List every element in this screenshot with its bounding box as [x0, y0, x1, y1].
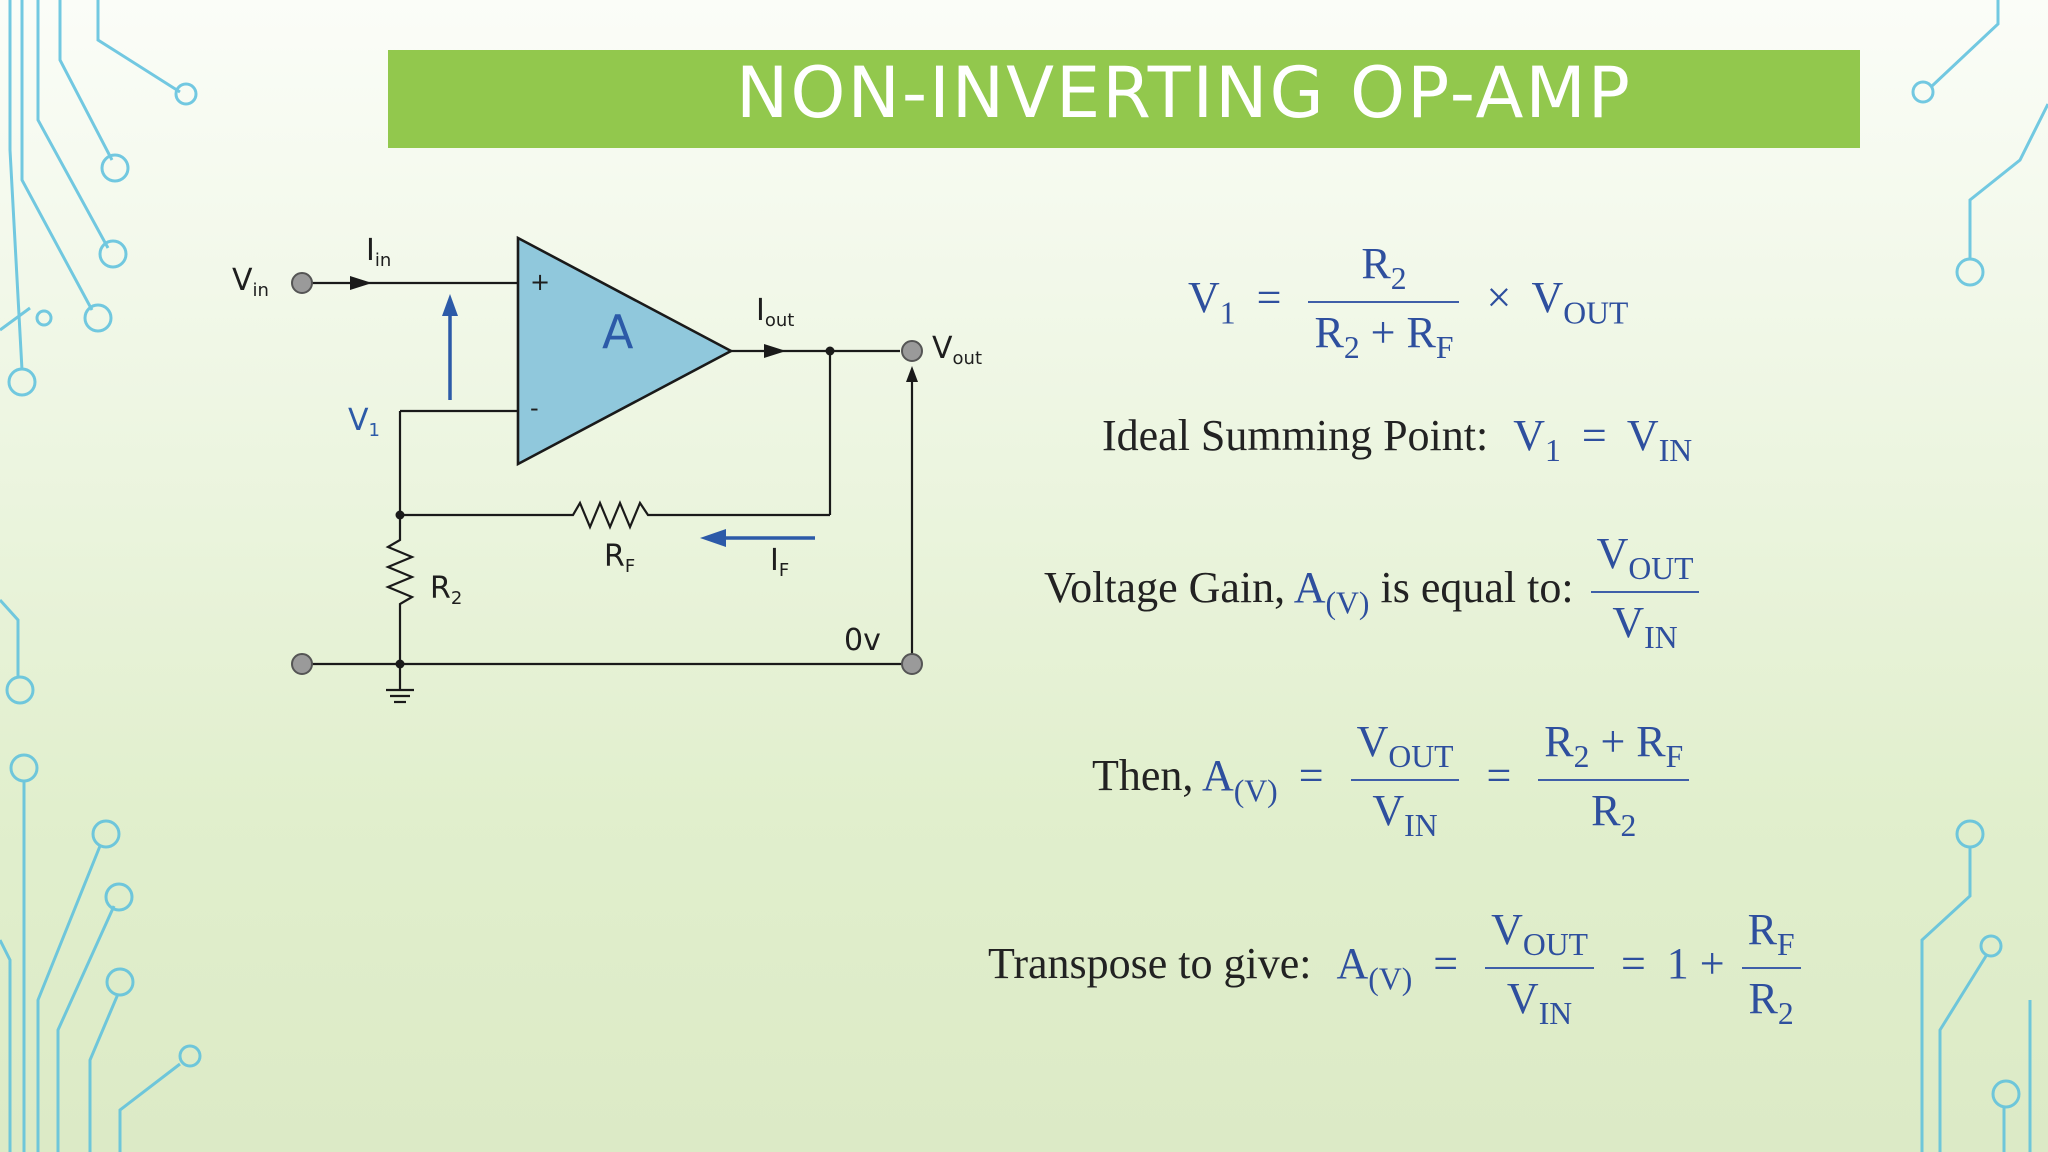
- junction-dot: [825, 346, 835, 356]
- iin-arrow-icon: [350, 276, 372, 290]
- equation-v1-divider: V1 = R2 R2 + RF × VOUT: [1188, 238, 1629, 366]
- junction-dot: [395, 659, 405, 669]
- r2-label: R2: [430, 571, 462, 609]
- op-amp-symbol: [516, 235, 734, 467]
- iin-label: Iin: [366, 233, 391, 271]
- zero-volt-label: 0v: [844, 623, 881, 658]
- op-amp-circuit-diagram: A + - Vin Iin Iout Vout V1 RF IF R2 0v: [232, 233, 982, 704]
- ground-terminal-right: [901, 653, 923, 675]
- iout-arrow-icon: [764, 344, 786, 358]
- if-label: IF: [770, 543, 789, 581]
- title-bar: NON-INVERTING OP-AMP: [388, 50, 1860, 148]
- opamp-plus-label: +: [530, 268, 550, 296]
- vout-label: Vout: [932, 331, 982, 369]
- ground-terminal-left: [291, 653, 313, 675]
- opamp-minus-label: -: [530, 394, 539, 422]
- junction-dot: [395, 510, 405, 520]
- vin-label: Vin: [232, 263, 269, 301]
- vout-terminal: [901, 340, 923, 362]
- equation-then: Then, A(V) = VOUT VIN = R2 + RF R2: [1092, 716, 1695, 844]
- r2-over-sum-fraction: R2 R2 + RF: [1308, 238, 1460, 366]
- vout-over-vin-fraction: VOUT VIN: [1590, 528, 1700, 656]
- r2-resistor: [385, 515, 415, 664]
- vout-measure-arrow-icon: [906, 366, 918, 382]
- equation-voltage-gain: Voltage Gain, A(V) is equal to: VOUT VIN: [1044, 528, 1705, 656]
- equation-ideal-summing-point: Ideal Summing Point: V1 = VIN: [1102, 411, 1693, 469]
- rf-label: RF: [604, 539, 635, 577]
- slide-title: NON-INVERTING OP-AMP: [736, 52, 1632, 134]
- v1-label: V1: [348, 403, 380, 441]
- opamp-label: A: [602, 305, 634, 359]
- vin-terminal: [291, 272, 313, 294]
- iout-label: Iout: [756, 293, 794, 331]
- equation-transpose: Transpose to give: A(V) = VOUT VIN = 1 +…: [988, 904, 1807, 1032]
- rf-resistor: [400, 500, 830, 530]
